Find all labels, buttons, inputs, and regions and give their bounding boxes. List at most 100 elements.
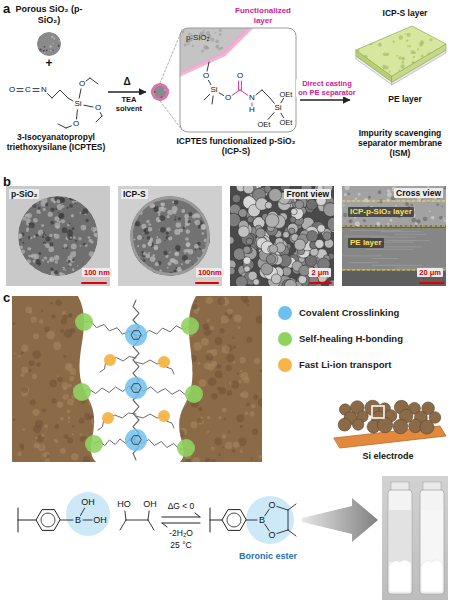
panel-letter: b [3, 174, 11, 190]
pore [167, 251, 168, 252]
pore [167, 262, 171, 266]
pore [62, 268, 63, 269]
pore [156, 242, 158, 244]
pore [198, 226, 201, 229]
pe-streak [342, 255, 382, 256]
coating-particle [413, 56, 415, 58]
particle-grain [250, 458, 253, 461]
particle-grain [180, 399, 187, 406]
sem-grain [289, 228, 295, 234]
particle-grain [254, 358, 260, 364]
coating-texture [354, 25, 446, 78]
particle-grain [169, 346, 175, 352]
pore [155, 205, 157, 207]
particle-grain [54, 439, 57, 442]
particle-grain [69, 376, 74, 381]
particle-grain [225, 442, 233, 450]
particle-grain [70, 368, 77, 375]
separator-membrane: ICP-S layerPE layerImpurity scavenging s… [352, 4, 448, 172]
pore [186, 229, 190, 233]
particle-grain [259, 369, 262, 372]
pore [215, 32, 217, 34]
particle-grain [41, 434, 44, 437]
coating-grain [444, 220, 446, 222]
particle-grain [204, 363, 211, 370]
coating-particle [373, 68, 376, 71]
sem-grain [243, 186, 254, 194]
particle-grain [240, 357, 246, 363]
molecule: 3-Isocyanatopropyl triethoxysilane (ICPT… [6, 70, 106, 170]
pore [201, 50, 204, 53]
bond-line [84, 105, 93, 107]
coating-grain [387, 189, 391, 193]
sem-grain [294, 239, 305, 250]
sem-grain [269, 245, 278, 254]
pore [26, 218, 31, 223]
reaction-condition: -2H₂O [169, 528, 193, 538]
sem-grain [246, 238, 253, 245]
ethyl-chain [90, 78, 98, 84]
sem-grain [243, 246, 251, 254]
coating-grain [344, 193, 347, 196]
particle-grain [190, 421, 197, 428]
particle-grain [41, 309, 44, 312]
pore [159, 207, 164, 212]
bond-line [210, 520, 222, 521]
particle-grain [218, 454, 221, 457]
coating-grain [348, 219, 352, 223]
sem-grain [265, 214, 279, 228]
pore [154, 245, 159, 250]
particle-grain [197, 418, 202, 423]
pe-streak [366, 249, 412, 250]
bond-line [204, 94, 210, 100]
pore [156, 238, 162, 244]
icptes-structure [17, 78, 102, 128]
atom-label: Si [74, 99, 81, 109]
pore [187, 220, 190, 223]
coating-particle [359, 65, 361, 67]
particle-shell [132, 198, 209, 275]
pore [42, 197, 47, 202]
panel-a-illustration [17, 25, 446, 132]
pore [150, 256, 156, 262]
pore [189, 212, 193, 216]
scale-label: 100 nm [82, 268, 112, 277]
atom-label: O [237, 71, 243, 81]
silica-region [180, 28, 250, 74]
pore [65, 270, 66, 271]
particle-grain [52, 398, 57, 403]
pore [63, 248, 64, 249]
sem-grain [295, 200, 304, 209]
coating-particle [357, 46, 361, 50]
pore [18, 233, 23, 238]
pore [160, 227, 166, 233]
bond-line [68, 98, 73, 101]
double-bond-line [17, 91, 23, 92]
coating-grain [431, 216, 435, 220]
particle-grain [18, 355, 21, 358]
scale-label: 20 μm [417, 268, 443, 277]
atom-label: C [25, 85, 31, 95]
node-title: Si electrode [330, 451, 446, 462]
image-label: p-SiO₂ [9, 189, 39, 199]
coating-grain [441, 206, 443, 208]
sem-grain [323, 203, 334, 217]
legend-text: Fast Li-ion transport [299, 359, 391, 370]
pore [19, 234, 22, 237]
coating-particle [396, 55, 398, 57]
bond-line [60, 520, 73, 521]
pore [50, 221, 54, 225]
pore [164, 240, 166, 242]
particle-grain [60, 417, 64, 421]
pore [49, 234, 52, 237]
particle-grain [95, 347, 100, 352]
pore [78, 237, 81, 240]
pore [58, 214, 62, 218]
particle-grain [35, 437, 38, 440]
pore [45, 234, 47, 236]
particle-grain [13, 418, 16, 421]
particle-body [18, 196, 98, 276]
sem-grain [232, 194, 240, 202]
si-particle [420, 420, 434, 434]
